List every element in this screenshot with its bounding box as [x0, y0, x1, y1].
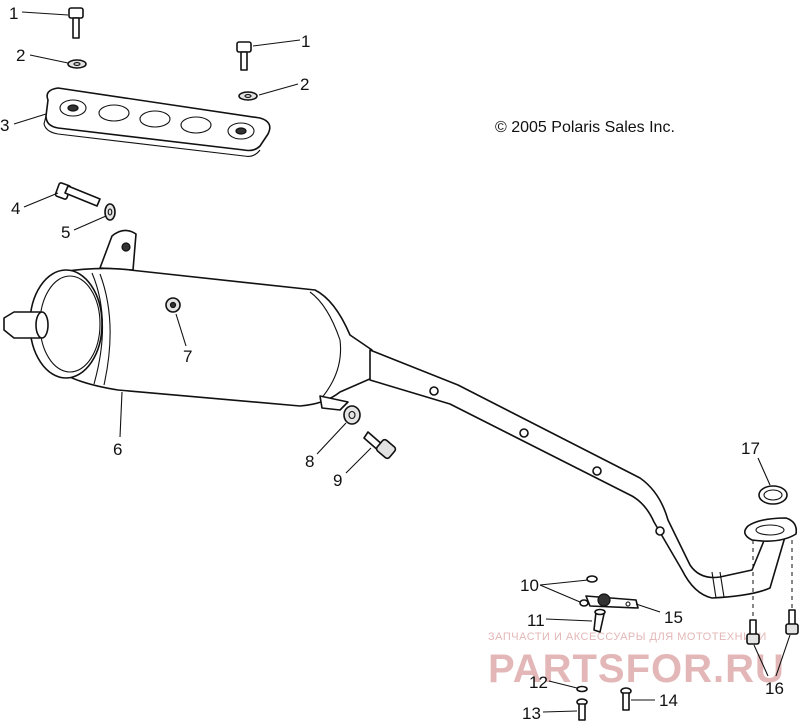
callout-9: 9 — [333, 471, 342, 490]
callout-2-left: 2 — [16, 46, 25, 65]
bolt-16-right — [785, 609, 799, 635]
leader-lines — [13, 11, 791, 713]
mounting-bracket-3 — [43, 87, 271, 157]
bolt-4 — [54, 182, 101, 207]
callout-2-right: 2 — [300, 75, 309, 94]
callout-6: 6 — [113, 440, 122, 459]
washer-2-right — [238, 91, 258, 101]
callout-12: 12 — [529, 673, 548, 692]
callout-11: 11 — [527, 611, 545, 630]
washer-5 — [104, 203, 116, 221]
callout-15: 15 — [664, 608, 683, 627]
washer-8 — [343, 405, 361, 425]
callout-13: 13 — [522, 704, 541, 723]
screw-13 — [576, 698, 588, 721]
head-pipe — [369, 349, 798, 599]
bolt-16-left — [746, 619, 760, 645]
gasket-17 — [758, 485, 788, 505]
callout-3: 3 — [0, 116, 9, 135]
screw-14 — [620, 687, 632, 711]
clamp-bracket-15 — [585, 593, 639, 609]
callout-8: 8 — [305, 452, 314, 471]
watermark-brand: PARTSFOR.RU — [488, 647, 785, 691]
bolt-1-left — [68, 7, 84, 39]
callout-16: 16 — [765, 679, 784, 698]
callout-4: 4 — [11, 199, 20, 218]
muffler-6 — [3, 229, 373, 411]
watermark-tagline: ЗАПЧАСТИ И АКСЕССУАРЫ ДЛЯ МОТОТЕХНИКИ — [488, 631, 767, 643]
callout-14: 14 — [659, 691, 678, 710]
copyright-notice: © 2005 Polaris Sales Inc. — [495, 119, 675, 136]
bolt-1-right — [236, 41, 252, 71]
nut-10-lower — [579, 599, 589, 607]
callout-5: 5 — [61, 223, 70, 242]
bolt-9 — [363, 431, 397, 460]
screw-11 — [593, 608, 606, 633]
washer-12 — [576, 685, 588, 693]
callout-1-left: 1 — [9, 4, 18, 23]
washer-2-left — [67, 59, 87, 69]
callout-17: 17 — [741, 439, 760, 458]
callout-1-right: 1 — [301, 32, 310, 51]
nut-10-upper — [586, 575, 598, 583]
callout-7: 7 — [183, 347, 192, 366]
callout-10: 10 — [520, 576, 539, 595]
